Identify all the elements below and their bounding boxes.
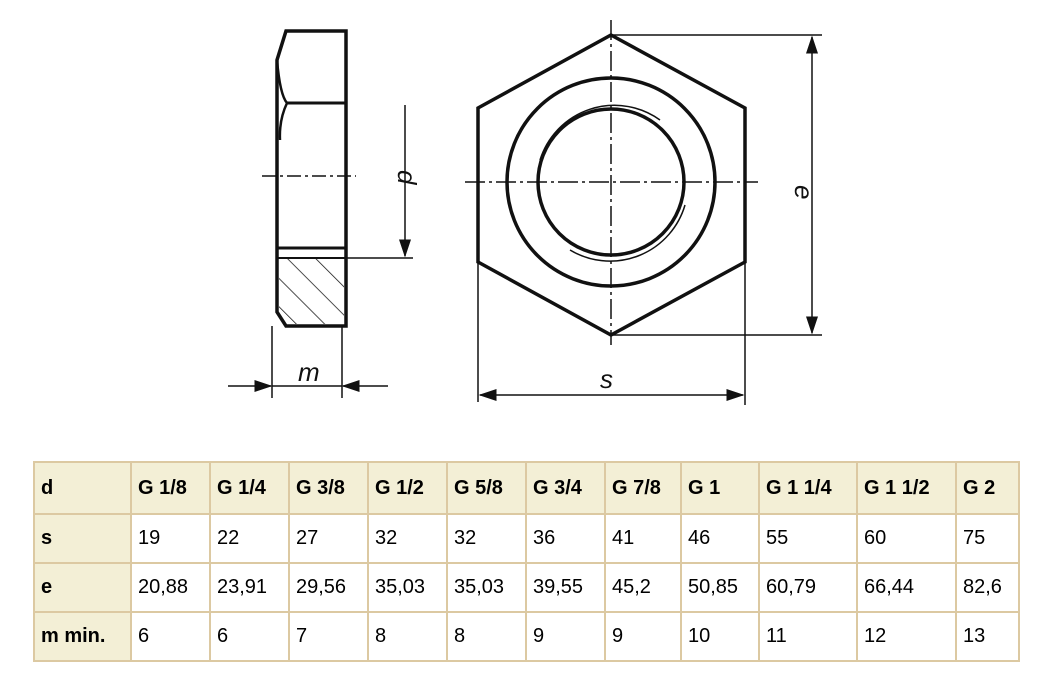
table-cell: 23,91 [209,562,290,613]
hex-nut-drawing: d e m s [228,20,822,405]
table-cell: G 1 1/4 [758,461,858,515]
table-cell: G 7/8 [604,461,682,515]
table-cell: 19 [130,513,211,564]
row-header: s [33,513,132,564]
table-cell: 75 [955,513,1020,564]
label-s: s [600,364,613,394]
table-cell: 60 [856,513,957,564]
label-e: e [789,185,819,199]
table-cell: 60,79 [758,562,858,613]
table-cell: 6 [130,611,211,662]
table-cell: G 1/8 [130,461,211,515]
table-cell: 35,03 [367,562,448,613]
table-cell: G 1 [680,461,760,515]
front-view [465,20,822,405]
table-cell: 9 [604,611,682,662]
table-cell: 36 [525,513,606,564]
row-header: m min. [33,611,132,662]
row-header: d [33,461,132,515]
row-header: e [33,562,132,613]
table-cell: 13 [955,611,1020,662]
table-cell: G 1/4 [209,461,290,515]
table-cell: G 5/8 [446,461,527,515]
side-view [228,29,413,398]
table-cell: 35,03 [446,562,527,613]
table-cell: 22 [209,513,290,564]
table-cell: 12 [856,611,957,662]
table-cell: 32 [446,513,527,564]
table-cell: 82,6 [955,562,1020,613]
table-cell: 20,88 [130,562,211,613]
table-cell: 29,56 [288,562,369,613]
table-cell: 41 [604,513,682,564]
table-cell: 55 [758,513,858,564]
label-m: m [298,357,320,387]
table-cell: 10 [680,611,760,662]
table-cell: G 3/4 [525,461,606,515]
table-cell: 32 [367,513,448,564]
table-cell: 39,55 [525,562,606,613]
table-cell: G 2 [955,461,1020,515]
table-cell: 9 [525,611,606,662]
table-cell: G 1 1/2 [856,461,957,515]
table-cell: 66,44 [856,562,957,613]
table-cell: 6 [209,611,290,662]
table-cell: 8 [367,611,448,662]
table-cell: 46 [680,513,760,564]
table-cell: 50,85 [680,562,760,613]
label-d: d [392,170,422,186]
table-cell: 11 [758,611,858,662]
table-cell: G 1/2 [367,461,448,515]
table-cell: 45,2 [604,562,682,613]
table-cell: 27 [288,513,369,564]
table-cell: G 3/8 [288,461,369,515]
table-cell: 7 [288,611,369,662]
table-cell: 8 [446,611,527,662]
